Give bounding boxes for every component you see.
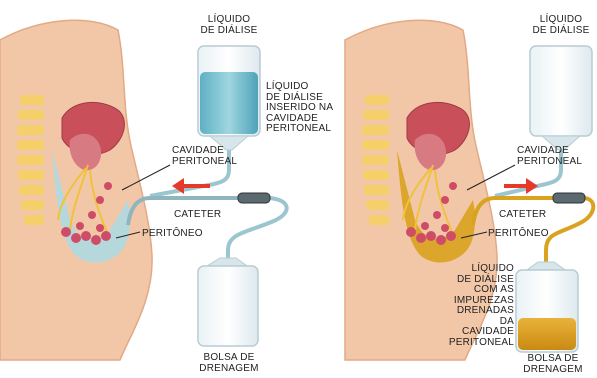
label-drain-bag-left: BOLSA DE DRENAGEM — [190, 353, 268, 374]
drain-bag — [198, 258, 258, 346]
label-inserted-fluid: LÍQUIDO DE DIÁLISE INSERIDO NA CAVIDADE … — [266, 82, 346, 135]
label-peritoneum-left: PERITÔNEO — [142, 229, 212, 240]
label-dialysis-fluid-left: LÍQUIDO DE DIÁLISE — [196, 15, 262, 36]
dialysis-bag — [198, 46, 260, 150]
dialysis-bag — [530, 46, 592, 150]
catheter-clamp — [553, 193, 585, 203]
drain-bag — [516, 262, 578, 352]
panel-infusion — [0, 20, 287, 360]
label-catheter-left: CATETER — [174, 210, 234, 221]
label-drained-fluid: LÍQUIDO DE DIÁLISE COM AS IMPUREZAS DREN… — [446, 264, 514, 348]
label-peritoneal-cavity-left: CAVIDADE PERITONEAL — [172, 146, 256, 167]
catheter-clamp — [238, 193, 270, 203]
spine — [17, 95, 44, 225]
label-dialysis-fluid-right: LÍQUIDO DE DIÁLISE — [528, 15, 594, 36]
spine — [362, 95, 389, 225]
label-peritoneal-cavity-right: CAVIDADE PERITONEAL — [517, 146, 595, 167]
label-catheter-right: CATETER — [499, 210, 559, 221]
outlet-tube — [228, 198, 287, 258]
label-peritoneum-right: PERITÔNEO — [488, 229, 558, 240]
label-drain-bag-right: BOLSA DE DRENAGEM — [513, 354, 593, 375]
